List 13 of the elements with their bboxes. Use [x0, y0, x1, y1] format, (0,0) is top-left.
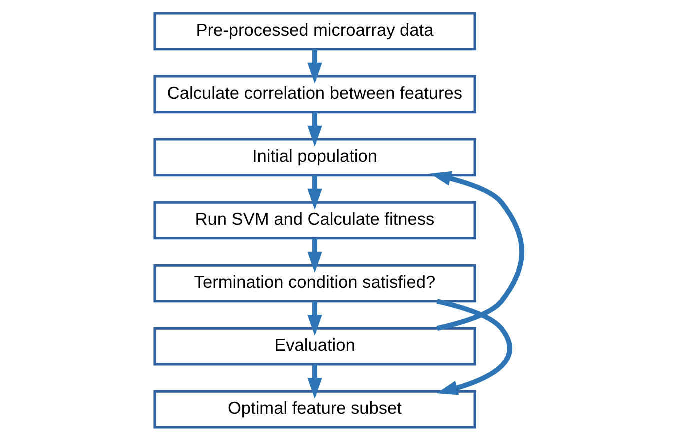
arrow: [307, 302, 322, 336]
arrow: [307, 364, 322, 400]
node-box: Termination condition satisfied?: [153, 264, 476, 303]
arrow: [307, 238, 322, 273]
node-box: Run SVM and Calculate fitness: [153, 201, 476, 240]
node-box: Calculate correlation between features: [153, 75, 476, 114]
node-box: Pre-processed microarray data: [153, 12, 476, 51]
arrow: [307, 112, 322, 147]
arrow: [307, 176, 322, 210]
node-box: Evaluation: [153, 327, 476, 366]
node-box: Initial population: [153, 138, 476, 177]
arrow: [307, 50, 322, 84]
node-box: Optimal feature subset: [153, 390, 476, 429]
